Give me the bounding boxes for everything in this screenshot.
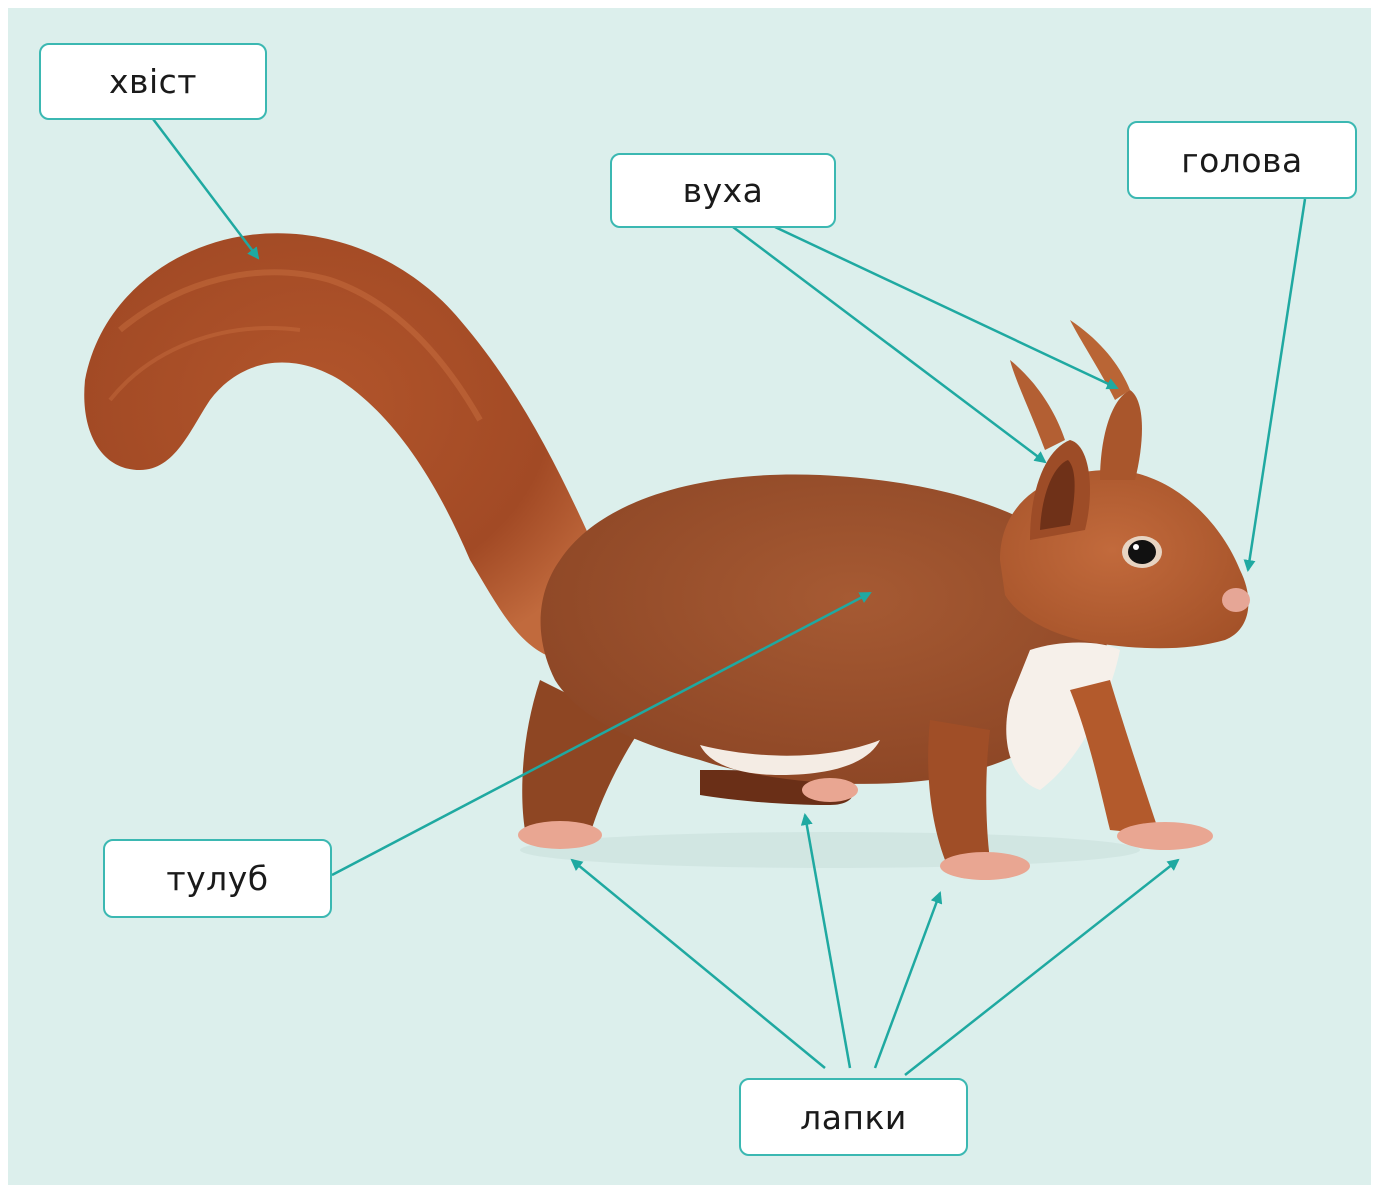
- paw-pointer-arrow-2: [805, 815, 850, 1068]
- tail-label-box: хвіст: [39, 43, 267, 120]
- body-label-box: тулуб: [103, 839, 332, 918]
- body-label: тулуб: [166, 859, 268, 898]
- paw-pointer-arrow-3: [875, 893, 940, 1068]
- tail-pointer-arrow: [153, 119, 258, 258]
- ear-label: вуха: [683, 171, 764, 210]
- paw-pointer-arrow-1: [572, 860, 825, 1068]
- ear-label-box: вуха: [610, 153, 836, 228]
- head-label: голова: [1181, 141, 1302, 180]
- paw-pointer-arrow-4: [905, 860, 1178, 1075]
- head-label-box: голова: [1127, 121, 1357, 199]
- paws-label: лапки: [800, 1098, 907, 1137]
- ear-pointer-arrow-right: [775, 227, 1117, 388]
- ear-pointer-arrow-left: [733, 227, 1045, 462]
- tail-label: хвіст: [109, 62, 197, 101]
- body-pointer-arrow: [332, 593, 870, 875]
- paws-label-box: лапки: [739, 1078, 968, 1156]
- head-pointer-arrow: [1248, 199, 1305, 570]
